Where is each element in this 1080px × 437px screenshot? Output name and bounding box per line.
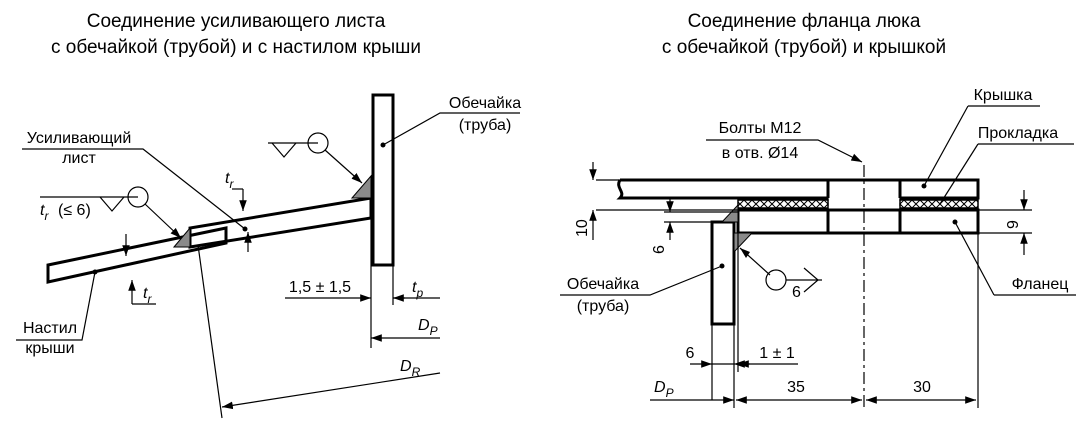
ext-line-dr [197, 244, 223, 419]
left-shell-label-1: Обечайка [449, 95, 521, 112]
left-shell-plate [371, 93, 395, 267]
weld-flange-shell-upper [720, 203, 739, 223]
shell-leader [382, 112, 520, 146]
dim-dr-label: DR [400, 358, 421, 379]
weld-flange-shell-lower [733, 232, 754, 254]
tr-lower-label: tr [143, 285, 152, 306]
weld-symbol-top-arrow [324, 149, 363, 184]
roof-leader-dot [92, 269, 98, 275]
roof-leader [16, 271, 96, 341]
dim-10-label: 10 [574, 219, 591, 237]
tr-upper-label: tr [225, 170, 234, 191]
flange-leader [954, 221, 995, 296]
weld-symbol-right-triangle [803, 267, 819, 293]
dim-tp-t: t [412, 279, 417, 296]
plate-leader-dot [242, 226, 248, 232]
cover-plate-break [616, 179, 738, 200]
dim-tp-sub: p [415, 286, 423, 300]
right-drawing: Соединение фланца люка с обечайкой (труб… [560, 11, 1076, 408]
dim-35-label: 35 [787, 379, 805, 396]
plate-label-2: лист [62, 150, 96, 167]
weld-plate-shell [350, 174, 372, 199]
weld-symbol-left-circle [127, 186, 149, 208]
left-shell-label-2: (труба) [459, 117, 512, 134]
dim-dp-right-d: D [654, 379, 666, 396]
dim-gap-label: 1,5 ± 1,5 [289, 279, 351, 296]
roof-plate [46, 226, 228, 284]
dim-dp-label: DP [418, 317, 438, 338]
weld-symbol-top-circle [307, 132, 329, 154]
right-shell-plate [710, 220, 736, 326]
flange-leader-dot [952, 219, 958, 225]
reinforcing-plate [188, 196, 373, 249]
cover-label: Крышка [974, 87, 1033, 104]
roof-label-2: крыши [25, 340, 74, 357]
dim-dp-sub: P [430, 324, 438, 338]
bolts-leader [706, 139, 863, 163]
gasket-right [899, 199, 979, 209]
dim-tp-label: tp [412, 279, 423, 300]
dim-6v-label: 6 [651, 245, 668, 254]
tr-lower-sub: r [147, 292, 152, 306]
gasket-label: Прокладка [978, 125, 1058, 142]
weld-symbol-left-arrow [144, 203, 182, 239]
roof-label-1: Настил [23, 320, 77, 337]
right-title-line1: Соединение фланца люка [688, 11, 921, 32]
right-shell-label-1: Обечайка [567, 276, 639, 293]
cover-leader-dot [921, 183, 927, 189]
weld-symbol-right-arrowhead [740, 248, 750, 258]
right-shell-label-2: (труба) [577, 298, 630, 315]
left-drawing: Соединение усиливающего листа с обечайко… [16, 11, 521, 419]
weld-symbol-right-circle [765, 269, 787, 291]
shell-leader-dot [380, 142, 386, 148]
weld-6-label: 6 [792, 284, 801, 301]
dim-dr-d: D [400, 358, 412, 375]
gasket-leader [939, 143, 979, 205]
dim-dr-line [221, 372, 441, 410]
plate-leader [22, 148, 246, 230]
right-shell-leader [560, 265, 723, 296]
right-shell-leader-dot [719, 263, 725, 269]
flange-label: Фланец [1012, 276, 1069, 293]
bolts-label-2: в отв. Ø14 [722, 145, 799, 162]
left-title-line1: Соединение усиливающего листа [87, 11, 386, 32]
tr-upper-sub: r [229, 177, 234, 191]
dim-dp-right-label: DP [654, 379, 674, 400]
dim-30-label: 30 [913, 379, 931, 396]
weld-tr-t: t [40, 202, 45, 219]
tr-upper-t: t [225, 170, 230, 187]
dim-dp-right-sub: P [666, 386, 674, 400]
dim-dr-sub: R [412, 365, 421, 379]
right-title-line2: с обечайкой (трубой) и крышкой [662, 37, 946, 58]
bolts-label-1: Болты М12 [719, 120, 802, 137]
cover-plate [620, 178, 980, 200]
weld-symbol-top-triangle [271, 142, 297, 158]
gasket-left [737, 199, 829, 209]
flange [736, 208, 980, 235]
cover-leader [923, 105, 969, 187]
weld-tr-sub: r [44, 209, 49, 223]
weld-plate-roof [172, 226, 191, 248]
weld-note: (≤ 6) [58, 202, 91, 219]
dim-9-label: 9 [1005, 220, 1022, 229]
tr-lower-t: t [143, 285, 148, 302]
dim-dp-d: D [418, 317, 430, 334]
dim-gap-right-label: 1 ± 1 [759, 345, 795, 362]
weld-tr-symbol: tr [40, 202, 49, 223]
dim-6-label: 6 [686, 345, 695, 362]
plate-label-1: Усиливающий [27, 130, 132, 147]
left-title-line2: с обечайкой (трубой) и с настилом крыши [51, 37, 421, 58]
weld-symbol-left-triangle [99, 196, 125, 212]
